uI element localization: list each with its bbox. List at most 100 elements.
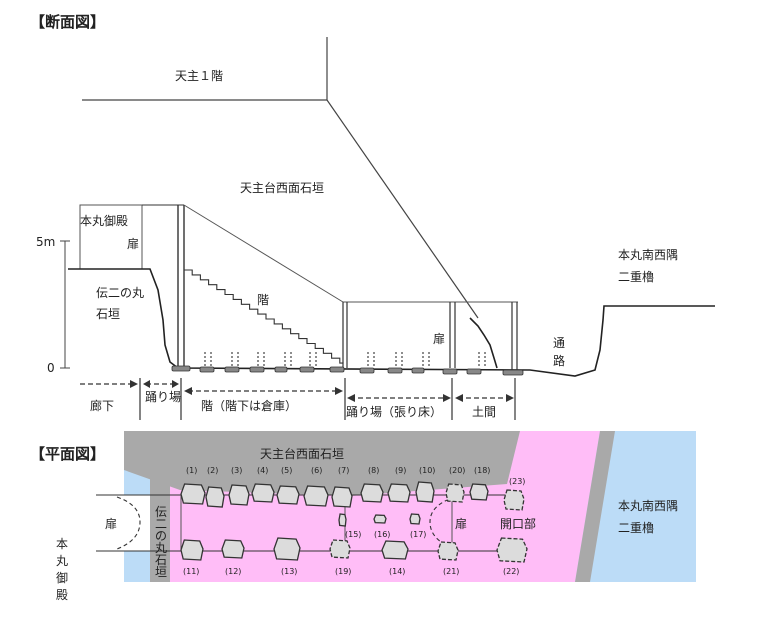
goten-vertical-char: 本: [56, 537, 68, 551]
tenshu-floor1-label: 天主１階: [175, 68, 223, 83]
foundation-stone: [228, 484, 250, 506]
zone-label: 階（階下は倉庫）: [201, 398, 297, 413]
section-stone: [329, 366, 345, 373]
door-label-section: 扉: [127, 237, 139, 251]
tenshu-wall-plan-corner: [507, 431, 520, 484]
den-vertical-char: 二: [155, 517, 167, 531]
yagura-label-1: 本丸南西隅: [618, 247, 678, 262]
goten-label: 本丸御殿: [80, 213, 128, 228]
section-diagram: 【断面図】 天主１階 天主台西面石垣 本丸御殿 扉 5m 0 伝二の丸 石垣: [30, 13, 715, 420]
stone-id-label: (16): [374, 530, 390, 539]
plan-west-wall-label: 天主台西面石垣: [260, 446, 344, 461]
foundation-stone: [331, 486, 353, 508]
stone-id-label: (8): [368, 466, 379, 475]
foundation-stone: [415, 481, 435, 503]
west-wall-label: 天主台西面石垣: [240, 180, 324, 195]
ground-profile: [68, 268, 715, 377]
stone-id-label: (10): [419, 466, 435, 475]
section-stone: [442, 368, 458, 375]
zone-arrowhead-5a: [455, 394, 463, 402]
stone-id-label: (9): [395, 466, 406, 475]
goten-vertical-char: 丸: [56, 554, 68, 568]
zone-dividers: [139, 378, 516, 420]
foundation-stone: [180, 539, 204, 561]
den-vertical-char: 伝: [155, 505, 167, 519]
plan-heading: 【平面図】: [30, 445, 105, 463]
section-stone: [359, 367, 375, 374]
zone-arrowhead-4a: [347, 394, 355, 402]
foundation-stone: [205, 486, 225, 508]
stone-id-label: (19): [335, 567, 351, 576]
stone-id-label: (14): [389, 567, 405, 576]
den-vertical-char: 石: [155, 553, 167, 567]
plan-opening-label: 開口部: [500, 516, 536, 531]
foundation-stone: [303, 485, 329, 507]
den-wall-plan: [150, 470, 170, 582]
section-stone: [224, 366, 240, 373]
door-swing-left: [116, 496, 141, 550]
plan-yagura-label-1: 本丸南西隅: [618, 498, 678, 513]
foundation-stone: [329, 539, 351, 559]
section-stone: [411, 367, 425, 374]
zone-arrowhead-2b: [172, 380, 179, 388]
plan-yagura-label-2: 二重櫓: [618, 521, 654, 535]
section-stone: [171, 365, 191, 372]
section-stone: [299, 366, 315, 373]
stone-id-label: (11): [183, 567, 199, 576]
door-label-section-2: 扉: [433, 332, 445, 346]
foundation-stone: [373, 514, 387, 524]
goten-vertical-char: 殿: [56, 588, 68, 602]
stone-id-label: (5): [281, 466, 292, 475]
den-vertical-char: 垣: [155, 565, 167, 579]
stone-id-label: (1): [186, 466, 197, 475]
scale-5m-label: 5m: [36, 235, 55, 249]
stone-id-label: (20): [449, 466, 465, 475]
section-stone: [502, 369, 524, 376]
zone-label: 踊り場: [145, 390, 181, 404]
zone-label: 土間: [472, 405, 496, 419]
den-label-2: 石垣: [96, 307, 120, 321]
foundation-stone: [503, 489, 525, 511]
support-marks: [204, 352, 486, 366]
corridor-plan: [124, 495, 150, 551]
base-stone-slope: [469, 317, 498, 369]
stone-id-label: (12): [225, 567, 241, 576]
plan-stones: (1)(2)(3)(4)(5)(6)(7)(8)(9)(10)(20)(18)(…: [180, 466, 528, 576]
stone-id-label: (18): [474, 466, 490, 475]
section-stones: [171, 365, 524, 376]
zone-arrows: [80, 380, 514, 402]
foundation-stone: [221, 539, 245, 559]
goten-vertical-char: 御: [56, 570, 68, 585]
stone-id-label: (6): [311, 466, 322, 475]
zone-arrowhead-5b: [506, 394, 514, 402]
foundation-stone: [445, 483, 465, 503]
foundation-stone: [180, 483, 206, 505]
stone-id-label: (3): [231, 466, 242, 475]
section-stone: [387, 367, 403, 374]
den-vertical-char: 丸: [155, 541, 167, 555]
foundation-stone: [338, 513, 347, 527]
zone-arrowhead-2a: [143, 380, 150, 388]
section-stone: [249, 366, 265, 373]
stone-id-label: (21): [443, 567, 459, 576]
roof-slope: [183, 204, 344, 303]
stone-id-label: (13): [281, 567, 297, 576]
foundation-stone: [437, 541, 459, 561]
yagura-wall-plan: [575, 431, 615, 582]
stone-id-label: (23): [509, 477, 525, 486]
goten-vertical-label: 本丸御殿: [56, 537, 68, 602]
passage-label-1: 通: [553, 336, 565, 350]
foundation-stone: [251, 483, 275, 503]
foundation-stone: [469, 483, 489, 501]
zone-label: 廊下: [90, 398, 114, 413]
yagura-label-2: 二重櫓: [618, 270, 654, 284]
tenshu-base-slope: [326, 99, 479, 319]
den-label-1: 伝二の丸: [96, 286, 144, 300]
zone-arrowhead-3b: [335, 387, 343, 395]
stone-id-label: (7): [338, 466, 349, 475]
tenshu-wall-plan: [124, 431, 507, 496]
foundation-stone: [381, 540, 409, 560]
